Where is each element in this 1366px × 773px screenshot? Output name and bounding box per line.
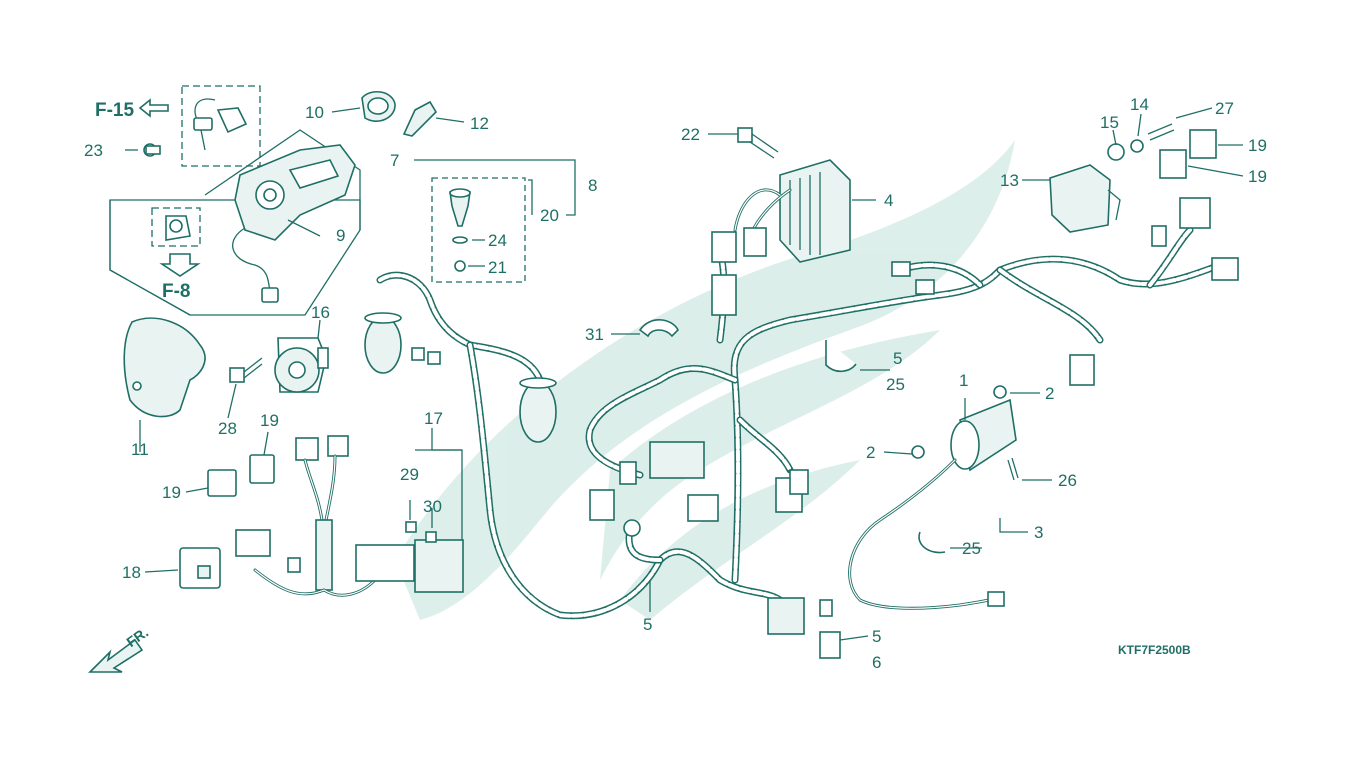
- bolt-22: [737, 127, 779, 159]
- ignition-coil: [848, 385, 1019, 610]
- wire-clip: [825, 340, 857, 373]
- callout-9: 9: [336, 226, 346, 245]
- plug-assembly: [431, 177, 526, 283]
- callout-28: 28: [218, 419, 237, 438]
- callout-27: 27: [1215, 99, 1234, 118]
- callout-10: 10: [305, 103, 324, 122]
- front-arrow-icon: [88, 638, 144, 673]
- key-blank: [402, 100, 438, 137]
- callout-26: 26: [1058, 471, 1077, 490]
- callout-4: 4: [884, 191, 894, 210]
- ref-f8[interactable]: F-8: [162, 281, 191, 302]
- callout-12: 12: [470, 114, 489, 133]
- callout-25-lower: 25: [962, 539, 981, 558]
- sub-harness-left: [235, 435, 464, 597]
- key-cylinder-cap: [361, 91, 396, 122]
- ref-f15[interactable]: F-15: [95, 100, 135, 121]
- callout-8: 8: [588, 176, 598, 195]
- harness-clamp: [638, 319, 679, 338]
- callout-14: 14: [1130, 95, 1149, 114]
- callout-25-upper: 25: [886, 375, 905, 394]
- callout-5-upper: 5: [893, 349, 903, 368]
- bolt: [229, 357, 263, 383]
- watermark-logo: [395, 140, 1015, 620]
- callout-19-left-top: 19: [260, 411, 279, 430]
- callout-2-left: 2: [866, 443, 876, 462]
- cover-plate: [123, 317, 206, 418]
- harness-connectors: [364, 197, 1239, 659]
- callout-16: 16: [311, 303, 330, 322]
- callout-13: 13: [1000, 171, 1019, 190]
- callout-3: 3: [1034, 523, 1044, 542]
- callout-1: 1: [959, 371, 969, 390]
- callout-30: 30: [423, 497, 442, 516]
- callout-20: 20: [540, 206, 559, 225]
- callout-17: 17: [424, 409, 443, 428]
- horn: [274, 337, 329, 393]
- callout-5-harness: 5: [643, 615, 653, 634]
- leader-lines: [125, 107, 1244, 641]
- callout-29: 29: [400, 465, 419, 484]
- ignition-switch-group: [109, 85, 361, 316]
- callout-19-right: 19: [1248, 167, 1267, 186]
- starter-relay: [1049, 123, 1217, 233]
- regulator-rectifier: [711, 159, 851, 263]
- callout-23: 23: [84, 141, 103, 160]
- callout-6: 6: [872, 653, 882, 672]
- main-harness: [376, 226, 1224, 620]
- callout-19-left: 19: [162, 483, 181, 502]
- callout-2-right: 2: [1045, 384, 1055, 403]
- diagram-code: KTF7F2500B: [1118, 643, 1191, 657]
- callout-22: 22: [681, 125, 700, 144]
- callout-19-right-top: 19: [1248, 136, 1267, 155]
- callout-18: 18: [122, 563, 141, 582]
- callout-5-lower: 5: [872, 627, 882, 646]
- callout-24: 24: [488, 231, 507, 250]
- relay-group-left: [179, 454, 275, 589]
- callout-21: 21: [488, 258, 507, 277]
- callout-11: 11: [131, 440, 149, 459]
- callout-7: 7: [390, 151, 400, 170]
- callout-31: 31: [585, 325, 604, 344]
- callout-15: 15: [1100, 113, 1119, 132]
